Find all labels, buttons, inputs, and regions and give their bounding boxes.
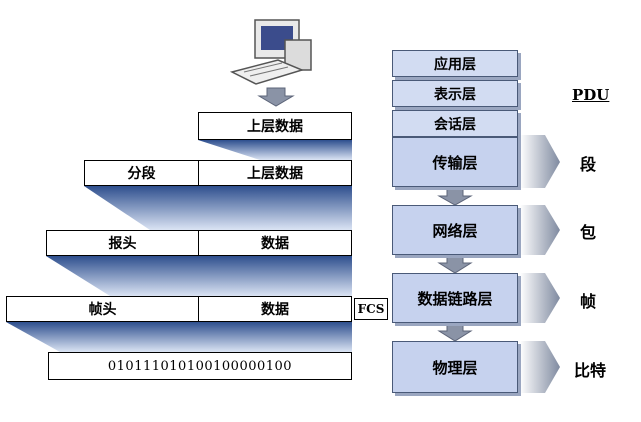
- layer-network: 网络层: [392, 205, 518, 255]
- packet-header-box: 报头: [46, 230, 199, 256]
- bits-box: 010111010100100000100: [48, 352, 352, 380]
- fcs-box: FCS: [354, 298, 388, 320]
- wedge-bits: [6, 322, 352, 352]
- pdu-arrow-segment: [520, 135, 560, 188]
- layer-application: 应用层: [392, 50, 518, 77]
- pdu-arrow-frame: [520, 273, 560, 323]
- pdu-header: PDU: [572, 86, 610, 104]
- computer-icon: [229, 19, 312, 85]
- frame-header-box: 帧头: [6, 296, 199, 322]
- layer-session: 会话层: [392, 110, 518, 137]
- layer-presentation: 表示层: [392, 80, 518, 107]
- pdu-arrow-packet: [520, 205, 560, 255]
- segment-header-box: 分段: [84, 160, 199, 186]
- layer-physical: 物理层: [392, 341, 518, 393]
- layer-datalink: 数据链路层: [392, 273, 518, 323]
- wedge-frame: [46, 256, 352, 296]
- pdu-packet: 包: [580, 223, 597, 242]
- segment-data-box: 上层数据: [198, 160, 352, 186]
- wedge-packet: [84, 186, 352, 230]
- wedge-segment: [198, 140, 352, 160]
- packet-data-box: 数据: [198, 230, 352, 256]
- pdu-bit: 比特: [574, 361, 607, 380]
- down-arrow-icon: [437, 187, 473, 342]
- layer-transport: 传输层: [392, 137, 518, 187]
- pdu-segment: 段: [580, 155, 597, 174]
- down-arrow-icon: [257, 87, 295, 107]
- pdu-frame: 帧: [580, 292, 597, 311]
- frame-data-box: 数据: [198, 296, 352, 322]
- pdu-arrow-bit: [520, 341, 560, 393]
- upper-data-box: 上层数据: [198, 112, 352, 140]
